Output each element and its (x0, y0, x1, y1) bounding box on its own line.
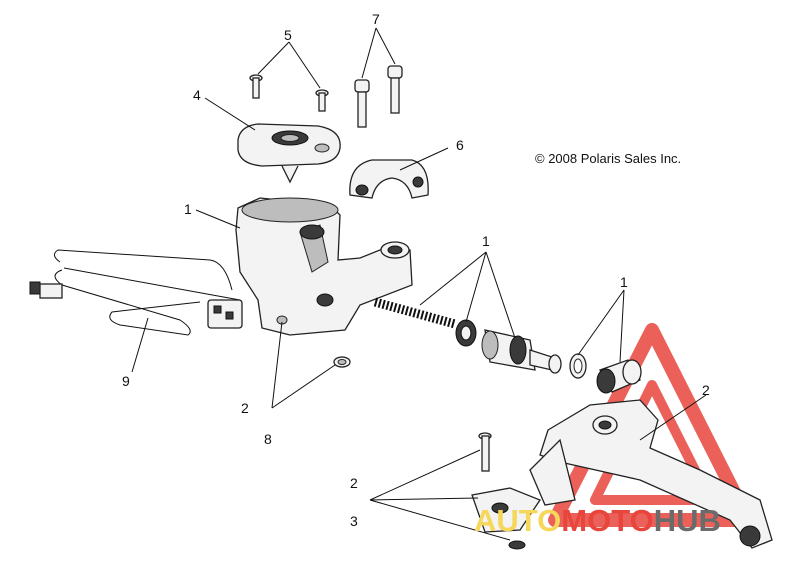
callout-8: 8 (264, 431, 272, 447)
callout-1-reservoir: 1 (184, 201, 192, 217)
master-cylinder-body (235, 197, 413, 336)
copyright-notice: © 2008 Polaris Sales Inc. (535, 151, 681, 166)
callout-6: 6 (456, 137, 464, 153)
reservoir-cover (237, 123, 341, 184)
cover-screws (249, 74, 329, 112)
callout-9: 9 (122, 373, 130, 389)
callout-2-left: 2 (241, 400, 249, 416)
lever-pivot-pin (471, 432, 541, 550)
piston-spring-assembly (373, 297, 562, 374)
callout-4: 4 (193, 87, 201, 103)
watermark-hub: HUB (654, 503, 721, 538)
brake-lever (529, 399, 773, 549)
callout-7: 7 (372, 11, 380, 27)
handlebar-clamp (349, 159, 429, 199)
callout-3: 3 (350, 513, 358, 529)
callout-2-right: 2 (702, 382, 710, 398)
callout-2-bottom: 2 (350, 475, 358, 491)
leader-lines (131, 27, 707, 541)
callout-1-piston: 1 (482, 233, 490, 249)
callout-1-bushing: 1 (620, 274, 628, 290)
lever-bushings (569, 353, 642, 394)
watermark-moto: MOTO (561, 503, 653, 538)
watermark-text: AUTOMOTOHUB (474, 503, 721, 538)
callout-5: 5 (284, 27, 292, 43)
brake-light-switch-harness (29, 249, 243, 336)
retaining-clip (333, 356, 351, 368)
watermark-auto: AUTO (474, 503, 561, 538)
clamp-bolts (354, 65, 403, 128)
